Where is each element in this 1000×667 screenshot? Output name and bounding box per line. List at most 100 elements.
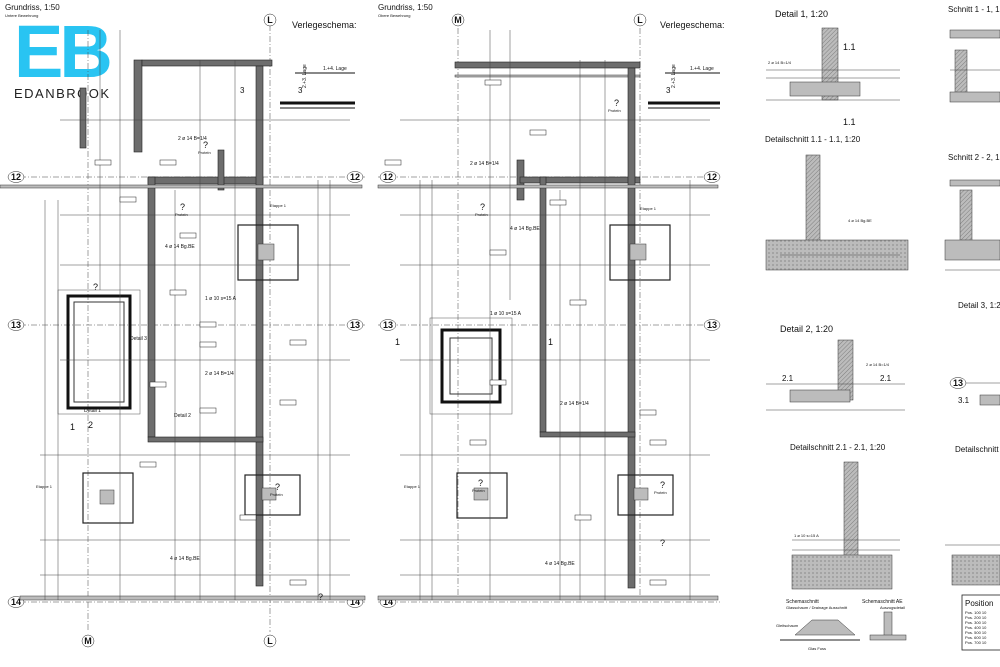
left-axis-bubble-13: 13 [7, 319, 25, 331]
middle-rebar-lines [400, 30, 710, 600]
left-pit-se-core [261, 487, 277, 501]
left-pit-sw-core [99, 489, 115, 505]
svg-text:13: 13 [383, 320, 393, 330]
middle-question-mark-1: ? [614, 98, 619, 108]
middle-rebar-label-5: 4 ø 14 Bg.BE [545, 561, 575, 567]
middle-pit-se-core [633, 487, 649, 501]
middle-sheet-subtitle: Obere Bewehrung [378, 13, 410, 18]
left-wall-spine [217, 149, 225, 191]
svg-text:12: 12 [11, 172, 21, 182]
detail-2-rebar-label: 2 ø 14 B=1/4 [866, 362, 890, 367]
svg-text:13: 13 [953, 378, 963, 388]
middle-wall-east [627, 67, 636, 589]
left-rebar-label-1: 2 ø 14 B=1/4 [178, 136, 207, 142]
middle-section-1-mark: 1 [395, 337, 400, 347]
middle-wall-north [454, 61, 641, 69]
left-rebar-label-5: 4 ø 14 Bg.BE [170, 556, 200, 562]
middle-rebar-label-3: 1 ø 10 s=15 A [490, 311, 522, 317]
left-lift-shaft [66, 294, 132, 410]
schemaschnitt-drainage-label: Gleitschaum [776, 623, 799, 628]
left-detail-3-mark: Detail 3 [130, 336, 147, 342]
middle-verlegeschema-layer-a: 2.+3. Lage [671, 64, 677, 88]
detailschnitt-21-base-fill [792, 555, 892, 589]
left-foundation-strip [19, 595, 366, 601]
svg-text:14: 14 [350, 597, 360, 607]
svg-text:14: 14 [11, 597, 21, 607]
left-pit-east-core [257, 243, 275, 261]
middle-verlegeschema-mark: 3 [666, 86, 671, 95]
left-rebar-lines [40, 30, 350, 600]
middle-rebar-label-1: 2 ø 14 B=1/4 [470, 161, 499, 167]
schnitt-22-base [944, 239, 1000, 261]
position-table [961, 594, 1000, 651]
left-axis-bubble-13-right: 13 [346, 319, 364, 331]
detail-1-rebar-label: 2 ø 14 B=1/4 [768, 60, 792, 65]
middle-plan-sheet: Grundriss, 1:50 Obere Bewehrung M L 12 1… [377, 3, 725, 608]
detailschnitt-21-wall-hatch [844, 462, 858, 562]
left-wall-north [141, 59, 273, 67]
svg-text:14: 14 [383, 597, 393, 607]
middle-question-mark-3: ? [478, 478, 483, 488]
detail-2-section-mark-right: 2.1 [880, 374, 892, 383]
middle-verlegeschema-title: Verlegeschema: [660, 20, 725, 30]
svg-text:L: L [267, 636, 273, 646]
left-sheet-title: Grundriss, 1:50 [5, 3, 60, 12]
svg-text:13: 13 [707, 320, 717, 330]
left-lift-shaft-inner [73, 301, 125, 403]
middle-axis-bubble-l: L [633, 13, 647, 27]
schemaschnitt-subtitle: Glasschaum / Drainage Ausschnitt [786, 605, 848, 610]
schemaschnitt-ae-subtitle: Auszugsdetail [880, 605, 905, 610]
middle-protein-2: Protein [475, 212, 488, 217]
left-protein-1: Protein [198, 150, 211, 155]
middle-question-mark-4: ? [660, 480, 665, 490]
svg-text:M: M [454, 15, 462, 25]
left-question-mark-4: ? [275, 482, 280, 492]
left-protein-2: Protein [175, 212, 188, 217]
left-rebar-label-2: 4 ø 14 Bg.BE [165, 244, 195, 250]
left-plan-sheet: Grundriss, 1:50 Untere Bewehrung 12 12 1… [0, 3, 366, 648]
left-etappe-label: Etappe 1 [270, 203, 287, 208]
schemaschnitt-ae-base [869, 634, 907, 641]
left-etappe-label-2: Etappe 1 [36, 484, 53, 489]
detailschnitt-3-title: Detailschnitt 3. [955, 445, 1000, 454]
schnitt-22-title: Schnitt 2 - 2, 1:50 [948, 153, 1000, 162]
middle-pit-east-core [629, 243, 647, 261]
schemaschnitt-title: Schemaschnitt [786, 599, 819, 605]
middle-protein-4: Protein [654, 490, 667, 495]
middle-etappe-label-2: Etappe 1 [404, 484, 421, 489]
detail-1-slab [789, 81, 861, 97]
left-wall-west [147, 176, 156, 438]
detail-2-wall-hatch [838, 340, 853, 400]
left-wall-east [255, 65, 264, 587]
left-wall-south [147, 436, 264, 443]
left-wall-mid [147, 176, 264, 185]
detailschnitt-21-label: 1 ø 10 s=15 A [794, 533, 819, 538]
middle-pit-sw-core [473, 487, 489, 501]
detail-2-slab [789, 389, 851, 403]
position-row-2: Pos. 200 10 [965, 615, 987, 620]
middle-question-mark-2: ? [480, 202, 485, 212]
left-rebar-label-4: 2 ø 14 B=1/4 [205, 371, 234, 377]
left-axis-bubble-m: M [81, 634, 95, 648]
left-axis-bubble-l-top: L [263, 13, 277, 27]
left-section-2-mark: 2 [88, 420, 93, 430]
left-question-mark-3: ? [93, 282, 98, 292]
schemaschnitt-shape [794, 619, 856, 636]
position-table-title: Position [965, 599, 993, 608]
left-axis-bubble-12: 12 [7, 171, 25, 183]
middle-rebar-label-4: 2 ø 14 B=1/4 [560, 401, 589, 407]
position-row-1: Pos. 100 10 [965, 610, 987, 615]
middle-pit-sw [456, 472, 508, 519]
middle-rebar-tags [384, 79, 667, 586]
detail-3-slab [979, 394, 1000, 406]
svg-text:13: 13 [350, 320, 360, 330]
left-column-upper [79, 87, 87, 149]
left-verlegeschema-layer-b: 1.+4. Lage [323, 66, 347, 72]
middle-question-mark-5: ? [660, 538, 665, 548]
left-verlegeschema-layer-a: 2.+3. Lage [302, 64, 308, 88]
left-question-mark-5: ? [318, 592, 323, 602]
middle-lift-shaft [440, 328, 502, 404]
middle-verlegeschema-layer-b: 1.+4. Lage [690, 66, 714, 72]
middle-wall-south [539, 431, 636, 438]
